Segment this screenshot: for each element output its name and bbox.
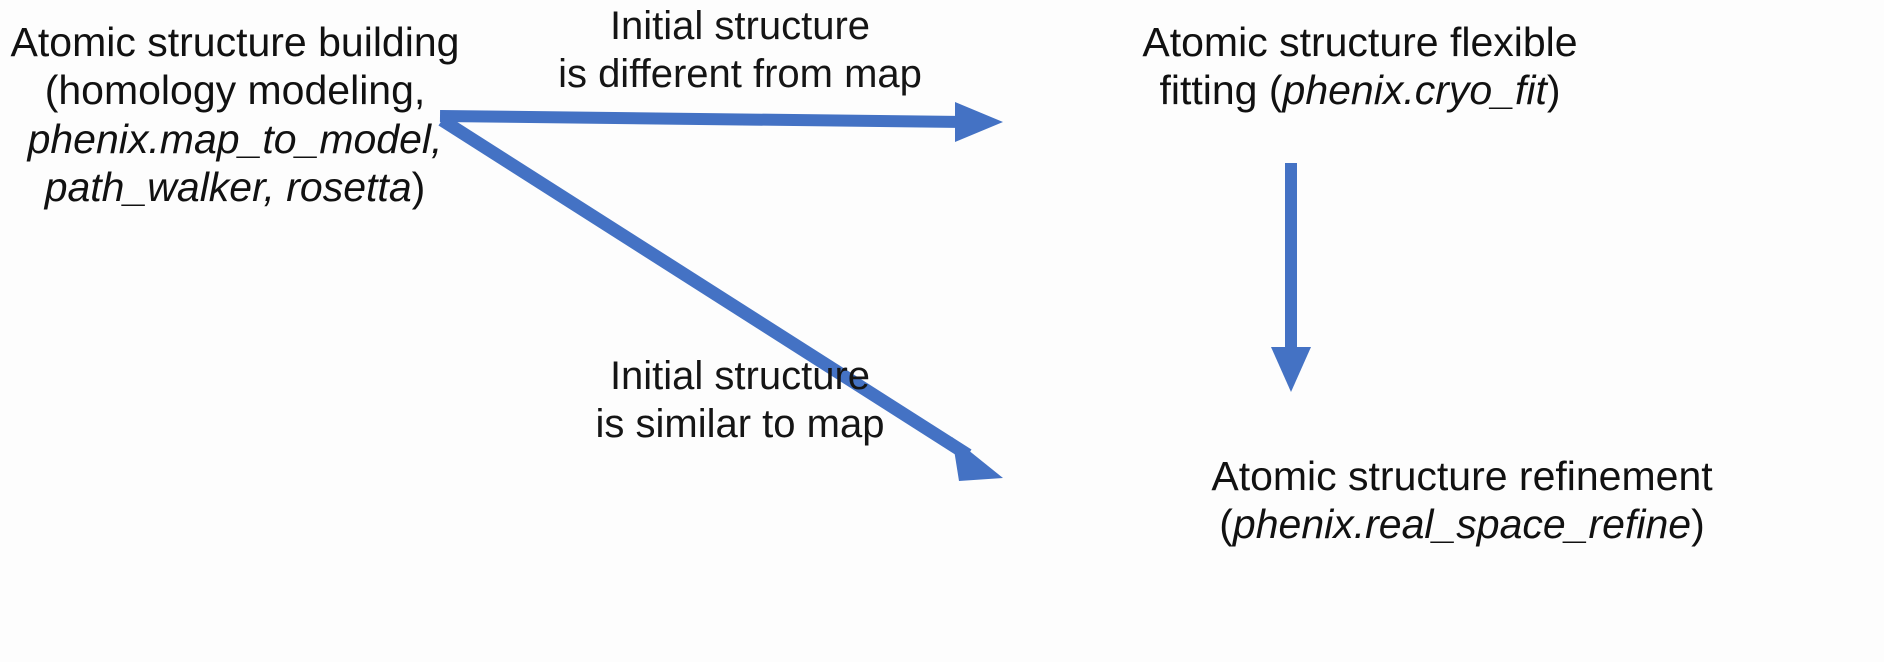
node-flexible-fitting-program: phenix.cryo_fit — [1282, 67, 1547, 114]
arrow-flexible-fitting-to-refinement — [1271, 163, 1311, 392]
node-atomic-structure-refinement: Atomic structure refinement (phenix.real… — [1040, 452, 1884, 549]
node-refinement-line-2: (phenix.real_space_refine) — [1040, 500, 1884, 548]
node-refinement-prefix: ( — [1219, 501, 1233, 548]
edge-label-different-line-1: Initial structure — [609, 4, 871, 48]
node-building-line-4-italic: path_walker, rosetta — [44, 164, 412, 211]
node-flexible-fitting-suffix: ) — [1546, 67, 1561, 114]
node-building-line-2: (homology modeling, — [44, 67, 426, 114]
node-refinement-suffix: ) — [1691, 501, 1705, 548]
node-building-line-4-paren: ) — [411, 164, 426, 211]
node-atomic-structure-flexible-fitting: Atomic structure flexible fitting (pheni… — [1060, 18, 1660, 115]
node-flexible-fitting-line-2: fitting (phenix.cryo_fit) — [1060, 66, 1660, 114]
node-building-line-1: Atomic structure building — [10, 19, 460, 65]
edge-label-different-line-2: is different from map — [558, 52, 922, 96]
node-flexible-fitting-line-1: Atomic structure flexible — [1142, 19, 1578, 65]
edge-label-similar-line-1: Initial structure — [609, 354, 871, 398]
node-atomic-structure-building: Atomic structure building (homology mode… — [0, 18, 470, 212]
node-refinement-program: phenix.real_space_refine — [1232, 501, 1692, 548]
edge-label-different-from-map: Initial structure is different from map — [520, 2, 960, 98]
node-building-line-3: phenix.map_to_model, — [27, 115, 443, 162]
arrow-building-to-flexible-fitting — [439, 102, 1003, 142]
edge-label-similar-to-map: Initial structure is similar to map — [520, 352, 960, 448]
node-refinement-line-1: Atomic structure refinement — [1211, 453, 1713, 499]
edge-label-similar-line-2: is similar to map — [595, 402, 885, 446]
node-flexible-fitting-prefix: fitting ( — [1159, 67, 1283, 114]
node-building-line-4: path_walker, rosetta) — [0, 163, 470, 211]
